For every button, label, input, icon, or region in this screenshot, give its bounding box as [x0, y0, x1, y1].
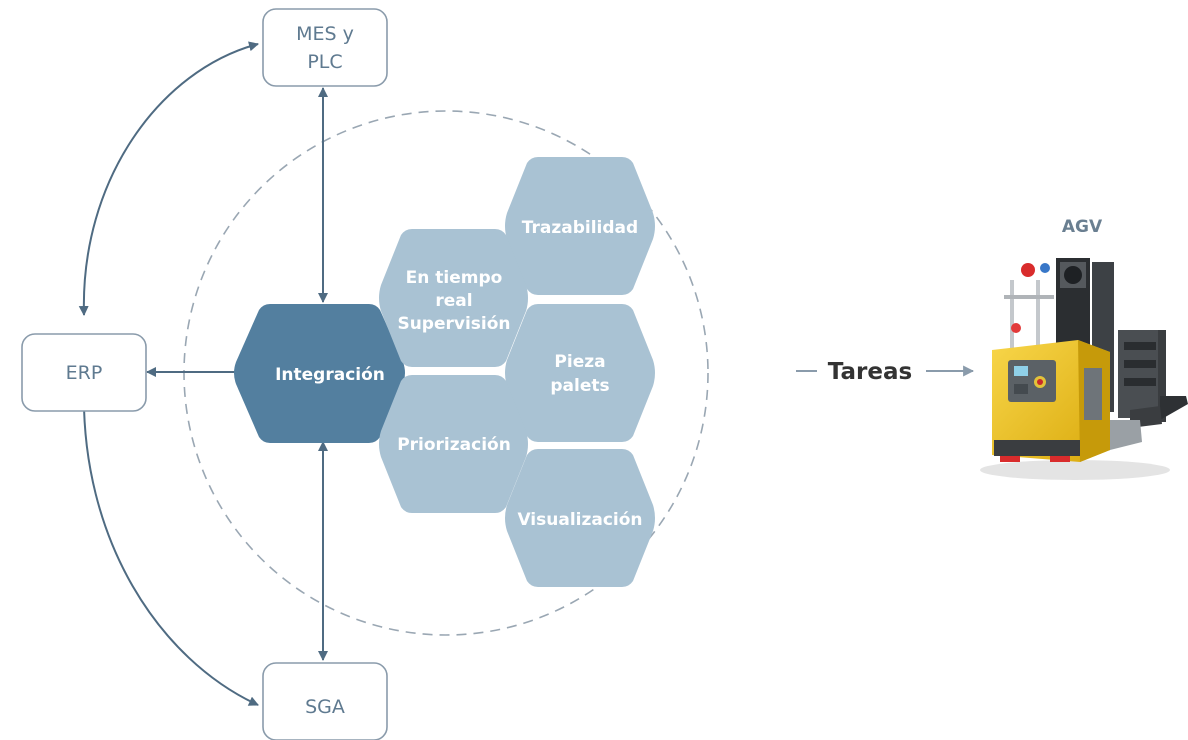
hexagon-trazabilidad: Trazabilidad [505, 157, 655, 295]
hex-integracion-label: Integración [275, 365, 385, 385]
agv-label: AGV [1062, 217, 1103, 237]
hex-pieza-palets-line1: Pieza [554, 352, 605, 372]
mes-plc-label-line1: MES y [296, 23, 354, 45]
hexagon-en-tiempo-real: En tiempo real Supervisión [379, 229, 528, 367]
hex-tiempo-real-line3: Supervisión [397, 314, 510, 334]
erp-mes-arrow [78, 41, 259, 316]
hexagon-pieza-palets: Pieza palets [505, 304, 655, 442]
hex-trazabilidad-label: Trazabilidad [522, 218, 638, 238]
tasks-flow: Tareas [796, 359, 975, 385]
tasks-label: Tareas [828, 359, 912, 385]
agv-image [980, 258, 1188, 480]
sga-label: SGA [305, 696, 345, 718]
erp-box: ERP [21, 333, 147, 412]
hex-tiempo-real-line1: En tiempo [406, 268, 503, 288]
hex-priorizacion-label: Priorización [397, 435, 511, 455]
mes-plc-box: MES y PLC [262, 8, 388, 87]
erp-sga-arrow [78, 384, 259, 706]
hexagon-visualizacion: Visualización [505, 449, 655, 587]
hex-pieza-palets-line2: palets [550, 376, 609, 396]
hexagon-integracion: Integración [234, 304, 405, 443]
connectors [78, 41, 328, 706]
sga-box: SGA [262, 662, 388, 740]
hexagon-priorizacion: Priorización [379, 375, 528, 513]
hex-visualizacion-label: Visualización [517, 510, 642, 530]
erp-label: ERP [66, 362, 103, 384]
hex-tiempo-real-line2: real [435, 291, 472, 311]
mes-plc-label-line2: PLC [307, 51, 342, 73]
